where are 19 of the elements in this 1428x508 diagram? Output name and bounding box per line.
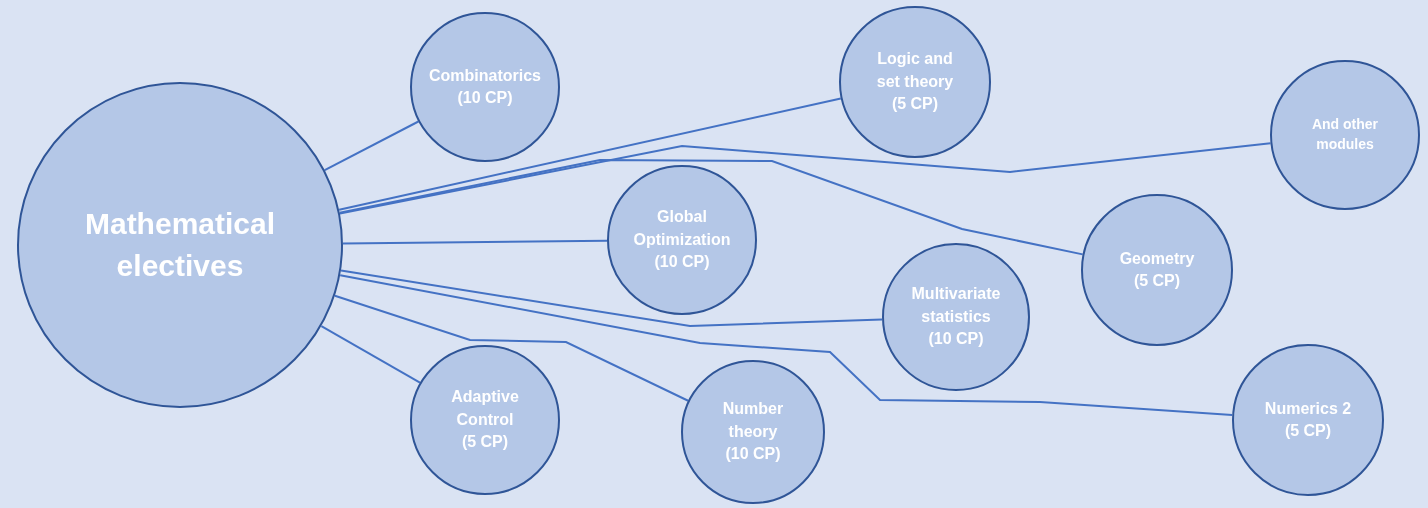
connector-line <box>333 294 690 402</box>
topic-label: Mathematical electives <box>83 206 277 284</box>
module-label: Global Optimization (10 CP) <box>632 207 732 273</box>
connector-line <box>338 97 842 211</box>
connector-line <box>342 239 608 245</box>
connector-line <box>320 325 421 384</box>
module-label: Adaptive Control (5 CP) <box>450 387 520 453</box>
module-label: Logic and set theory (5 CP) <box>875 49 955 115</box>
module-label: Number theory (10 CP) <box>721 399 785 465</box>
module-label: Geometry (5 CP) <box>1118 248 1196 291</box>
connector-line <box>338 142 1272 215</box>
connector-line <box>340 269 884 327</box>
module-label: Numerics 2 (5 CP) <box>1263 398 1353 441</box>
connector-line <box>338 159 1084 256</box>
connector-line <box>339 274 1234 416</box>
module-label: Multivariate statistics (10 CP) <box>910 284 1002 350</box>
connector-line <box>323 120 420 171</box>
module-label: Combinatorics (10 CP) <box>428 65 542 108</box>
module-label: And other modules <box>1310 115 1380 154</box>
